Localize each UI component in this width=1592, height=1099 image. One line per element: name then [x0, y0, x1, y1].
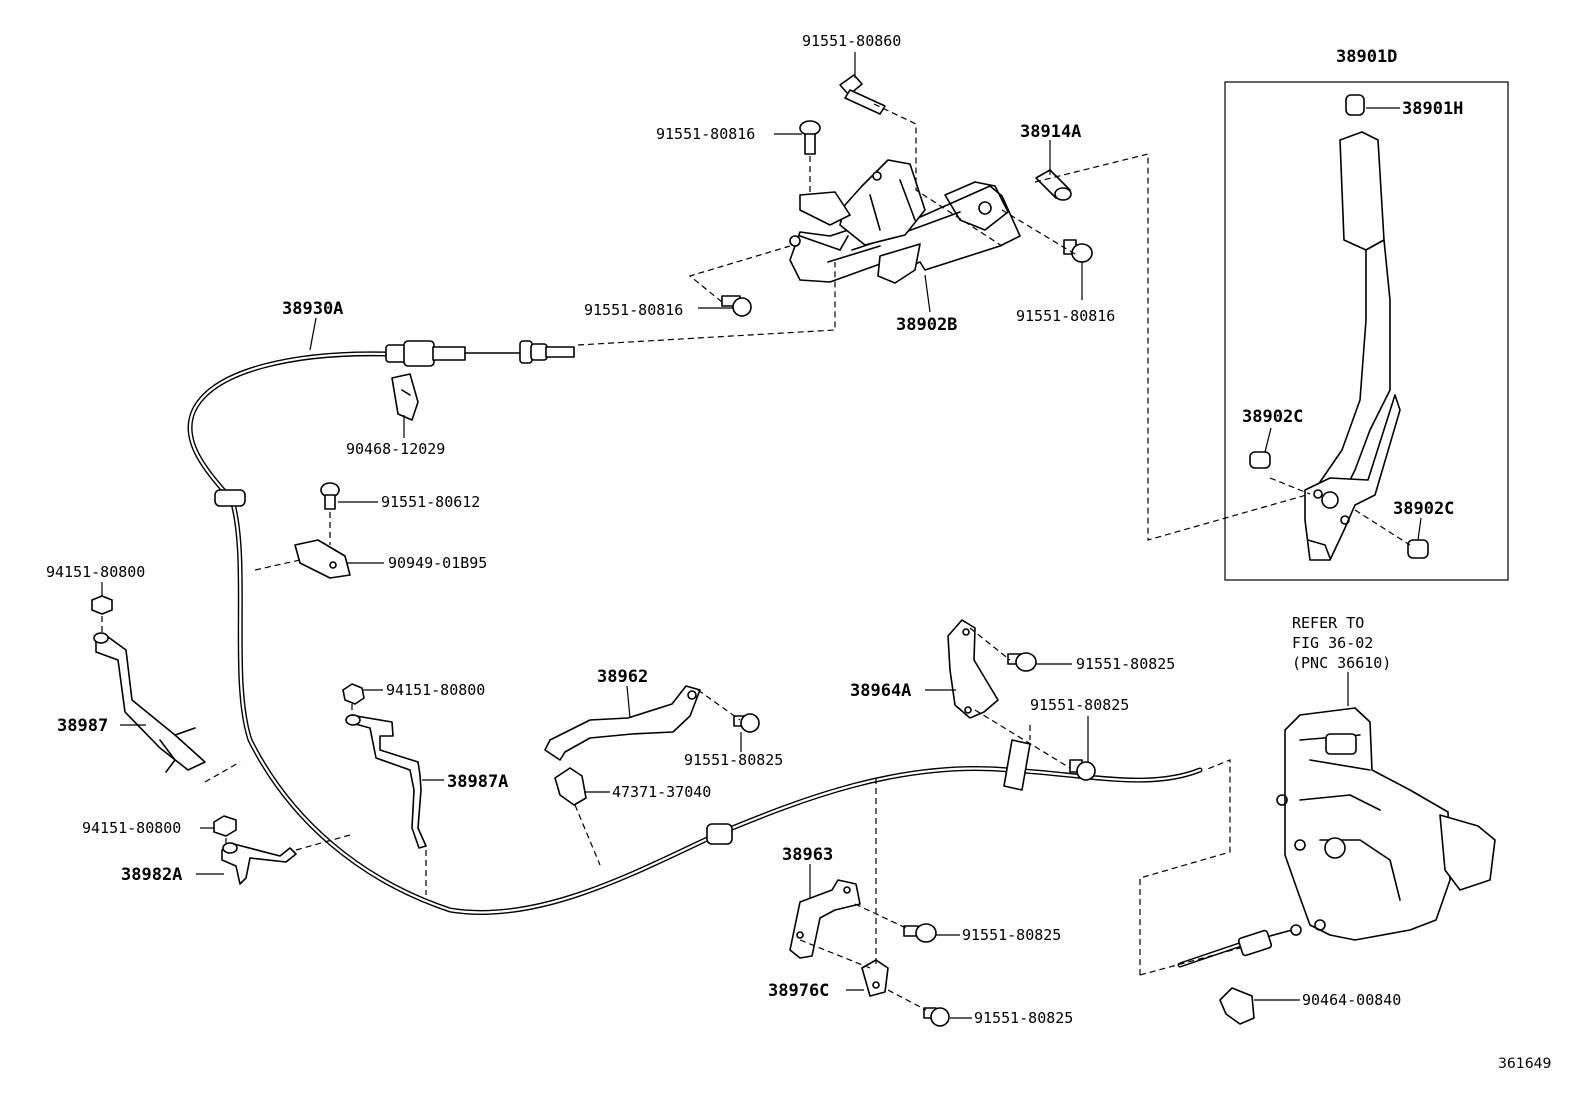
bolt-91551-80612: [320, 482, 340, 510]
label-38901h: 38901H: [1402, 99, 1463, 119]
lever-assembly-box: [1224, 81, 1509, 581]
cap-38901h: [1345, 94, 1365, 116]
transfer-actuator: [1276, 707, 1496, 941]
parking-brake-cable: [187, 340, 1203, 916]
bolt-91551-80816-right: [1063, 239, 1093, 263]
label-38902c-a: 38902C: [1242, 407, 1303, 427]
parking-brake-lever: [1304, 131, 1401, 561]
callout-labels: 91551-80860 91551-80816 38914A 91551-808…: [46, 32, 1463, 1027]
bracket-38982a: [221, 842, 297, 885]
reference-note: REFER TO FIG 36-02 (PNC 36610): [1292, 614, 1391, 672]
label-94151-80800-b: 94151-80800: [386, 681, 485, 699]
leader-lines: [101, 52, 1422, 1019]
label-91551-80825-b: 91551-80825: [1076, 655, 1175, 673]
label-38964a: 38964A: [850, 681, 911, 701]
bushing-38902c-a: [1249, 451, 1271, 469]
figure-number: 361649: [1498, 1056, 1551, 1072]
clamp-90949-01b95: [294, 539, 351, 579]
reference-note-line1: REFER TO: [1292, 614, 1364, 632]
label-94151-80800-c: 94151-80800: [82, 819, 181, 837]
label-91551-80825-d: 91551-80825: [962, 926, 1061, 944]
label-94151-80800-a: 94151-80800: [46, 563, 145, 581]
label-47371-37040: 47371-37040: [612, 783, 711, 801]
bushing-38902c-b: [1407, 539, 1429, 559]
bolt-91551-80825-c: [1069, 759, 1096, 781]
nut-94151-80800-c: [213, 815, 237, 837]
bolt-91551-80860: [839, 74, 886, 115]
label-38914a: 38914A: [1020, 122, 1081, 142]
label-90949-01b95: 90949-01B95: [388, 554, 487, 572]
label-38982a: 38982A: [121, 865, 182, 885]
clip-90468-12029: [391, 373, 419, 421]
label-91551-80816-right: 91551-80816: [1016, 307, 1115, 325]
bolt-91551-80816-upper: [799, 120, 821, 155]
nut-94151-80800-b: [342, 683, 365, 705]
reference-note-line3: (PNC 36610): [1292, 654, 1391, 672]
label-38902c-b: 38902C: [1393, 499, 1454, 519]
clamp-90464-00840: [1219, 987, 1255, 1025]
lever-bracket-38902b: [789, 159, 1021, 284]
bolt-91551-80825-b: [1007, 652, 1037, 672]
label-91551-80825-e: 91551-80825: [974, 1009, 1073, 1027]
bracket-38976c: [861, 959, 889, 997]
bracket-38962: [544, 685, 701, 761]
label-91551-80612: 91551-80612: [381, 493, 480, 511]
label-38987a: 38987A: [447, 772, 508, 792]
collar-38914a: [1035, 169, 1072, 201]
label-38987: 38987: [57, 716, 108, 736]
label-38901d: 38901D: [1336, 47, 1397, 67]
label-90464-00840: 90464-00840: [1302, 991, 1401, 1009]
assembly-dashed-lines: [101, 103, 1411, 1011]
label-38930a: 38930A: [282, 299, 343, 319]
label-38976c: 38976C: [768, 981, 829, 1001]
label-91551-80816-left: 91551-80816: [584, 301, 683, 319]
bracket-38963: [789, 879, 861, 959]
label-38902b: 38902B: [896, 315, 957, 335]
nut-94151-80800-a: [91, 595, 113, 615]
bracket-38964a: [947, 619, 999, 719]
bolt-91551-80816-left: [721, 295, 752, 317]
label-91551-80816-upper: 91551-80816: [656, 125, 755, 143]
bracket-38987a: [345, 714, 427, 849]
bolt-91551-80825-e: [923, 1007, 950, 1027]
reference-note-line2: FIG 36-02: [1292, 634, 1373, 652]
label-91551-80825-c: 91551-80825: [1030, 696, 1129, 714]
label-90468-12029: 90468-12029: [346, 440, 445, 458]
clip-47371-37040: [554, 767, 587, 806]
label-91551-80825-a: 91551-80825: [684, 751, 783, 769]
bracket-38987: [93, 632, 206, 773]
label-38962: 38962: [597, 667, 648, 687]
bolt-91551-80825-d: [903, 923, 937, 943]
bolt-91551-80825-a: [733, 713, 760, 733]
label-91551-80860: 91551-80860: [802, 32, 901, 50]
label-38963: 38963: [782, 845, 833, 865]
